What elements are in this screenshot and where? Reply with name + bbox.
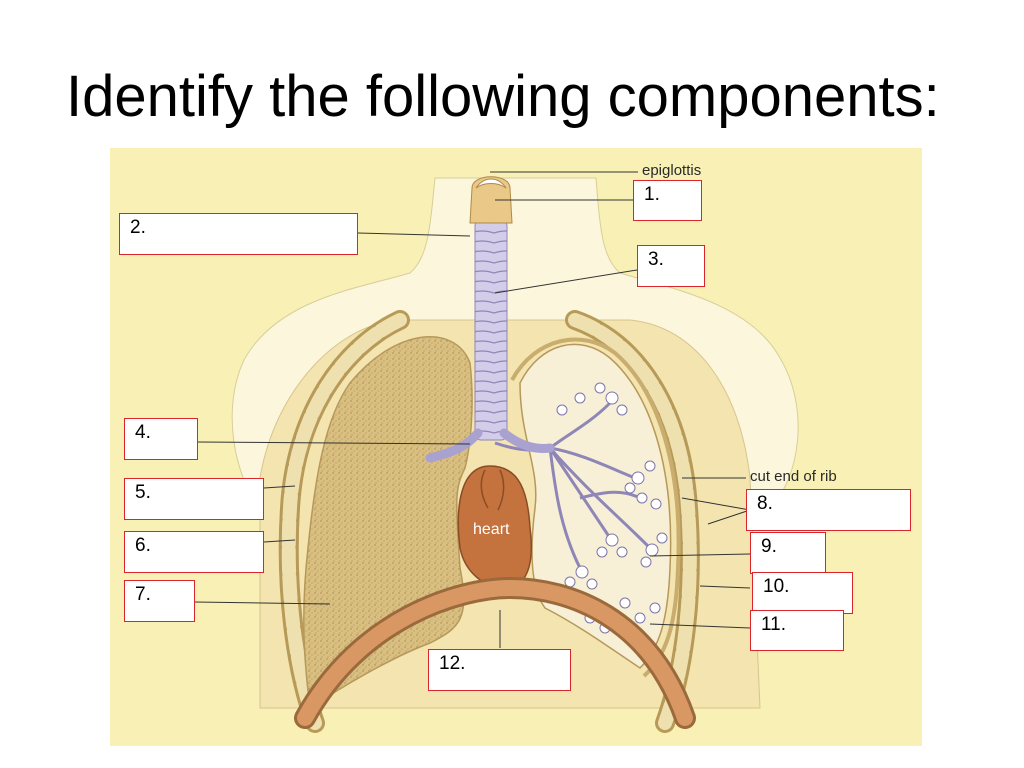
- epiglottis-label: epiglottis: [642, 162, 702, 179]
- answer-box-11[interactable]: 11.: [750, 610, 844, 651]
- cut-end-of-rib-label: cut end of rib: [750, 468, 837, 485]
- answer-box-9[interactable]: 9.: [750, 532, 826, 574]
- trachea: [474, 219, 508, 441]
- epiglottis-shape: [475, 178, 507, 189]
- main-bronchi: [425, 428, 555, 463]
- answer-box-1[interactable]: 1.: [633, 180, 702, 221]
- answer-box-7[interactable]: 7.: [124, 580, 195, 622]
- answer-box-8[interactable]: 8.: [746, 489, 911, 531]
- heart-vessels: [480, 469, 505, 511]
- slide-title: Identify the following components:: [66, 64, 940, 129]
- answer-box-5[interactable]: 5.: [124, 478, 264, 520]
- answer-box-12[interactable]: 12.: [428, 649, 571, 691]
- left-ribs: [278, 310, 410, 733]
- lung-diagram: epiglottis cut end of rib heart 1. 2. 3.…: [110, 148, 922, 746]
- answer-box-6[interactable]: 6.: [124, 531, 264, 573]
- respiratory-system-illustration: [110, 148, 922, 746]
- answer-box-4[interactable]: 4.: [124, 418, 198, 460]
- pleural-membrane: [510, 337, 681, 678]
- answer-box-3[interactable]: 3.: [637, 245, 705, 287]
- right-ribs: [565, 310, 700, 733]
- bronchial-tree: [494, 401, 652, 569]
- answer-box-2[interactable]: 2.: [119, 213, 358, 255]
- diaphragm-inner: [297, 579, 693, 726]
- larynx: [469, 176, 513, 224]
- leader-lines: [194, 171, 751, 648]
- heart-label: heart: [473, 521, 510, 538]
- answer-box-10[interactable]: 10.: [752, 572, 853, 614]
